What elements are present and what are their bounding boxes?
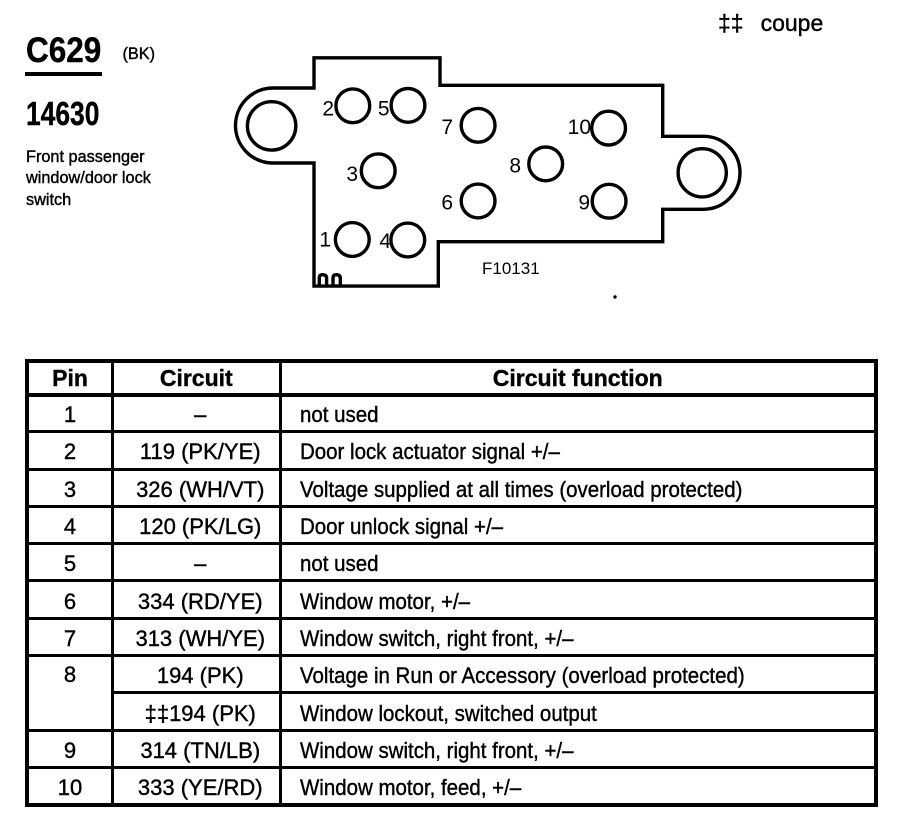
svg-text:2: 2 — [322, 98, 334, 121]
svg-text:6: 6 — [441, 192, 453, 215]
svg-text:1: 1 — [319, 229, 331, 252]
svg-text:3: 3 — [346, 163, 358, 186]
svg-text:4: 4 — [379, 230, 391, 253]
svg-text:10: 10 — [568, 116, 591, 139]
svg-text:9: 9 — [578, 192, 590, 215]
svg-text:7: 7 — [441, 116, 453, 139]
svg-text:5: 5 — [378, 98, 390, 121]
svg-text:8: 8 — [509, 155, 521, 178]
svg-text:F10131: F10131 — [482, 259, 540, 278]
